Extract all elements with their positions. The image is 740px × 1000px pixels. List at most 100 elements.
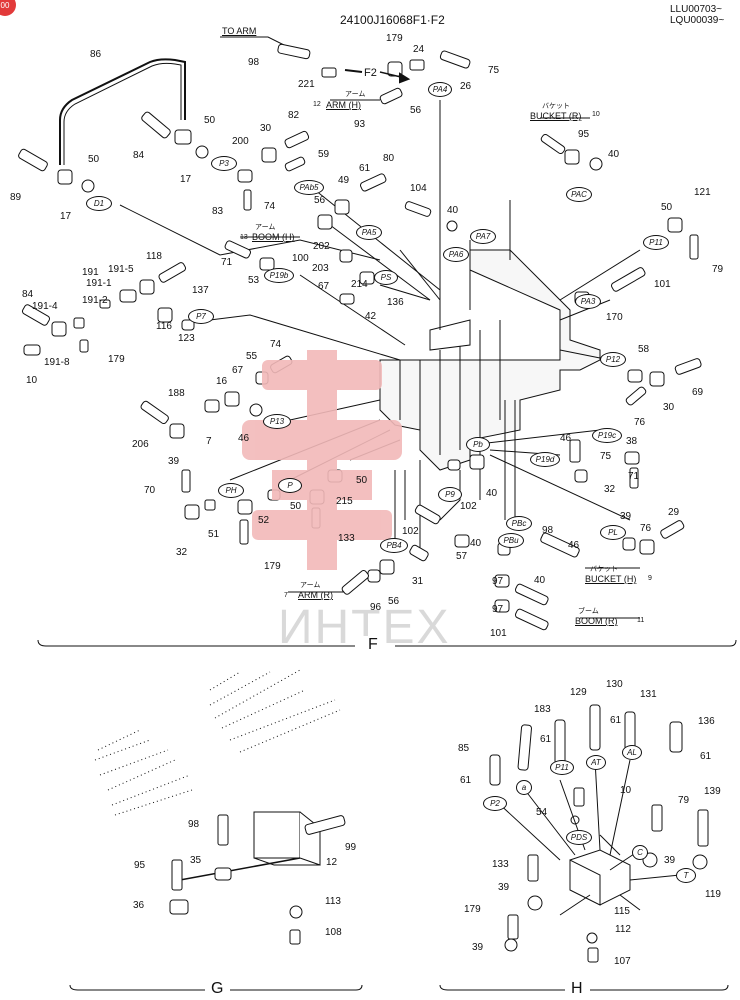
part-label: 32 [176, 547, 188, 558]
part-label: 39 [498, 882, 510, 893]
note-boom-r-num: 11 [637, 617, 645, 624]
port-oval: P7 [188, 309, 214, 324]
part-label: 50 [290, 501, 302, 512]
part-label: 137 [192, 285, 209, 296]
part-label: 113 [325, 896, 341, 907]
port-oval: PAb5 [294, 180, 324, 195]
part-label: 54 [536, 807, 548, 818]
part-label: 76 [634, 417, 646, 428]
note-boom-h-num: 13 [240, 234, 248, 241]
part-label: 179 [386, 33, 403, 44]
part-label: 29 [668, 507, 680, 518]
part-label: 200 [232, 136, 249, 147]
part-label: 136 [698, 716, 715, 727]
part-label: 36 [133, 900, 145, 911]
part-label: 82 [288, 110, 300, 121]
part-label: 50 [204, 115, 216, 126]
port-oval: T [676, 868, 696, 883]
part-label: 101 [490, 628, 507, 639]
part-label: 89 [10, 192, 22, 203]
part-label: 56 [388, 596, 400, 607]
note-to-arm: TO ARM [222, 26, 257, 36]
port-oval: PDS [566, 830, 592, 845]
part-label: 56 [314, 195, 326, 206]
port-oval: P [278, 478, 302, 493]
part-label: 71 [221, 257, 233, 268]
part-label: 56 [410, 105, 422, 116]
part-label: 61 [359, 163, 371, 174]
note-arm-r: ARM (R) [298, 590, 333, 600]
part-label: 61 [460, 775, 472, 786]
part-label: 191-2 [82, 295, 108, 306]
part-label: 115 [614, 906, 630, 917]
part-label: 130 [606, 679, 623, 690]
part-label: 116 [156, 321, 172, 332]
part-label: 84 [133, 150, 145, 161]
note-boom-h: BOOM (H) [252, 232, 295, 242]
part-label: 74 [270, 339, 282, 350]
part-label: 97 [492, 576, 504, 587]
port-oval: PA6 [443, 247, 469, 262]
part-label: 39 [472, 942, 484, 953]
part-label: 30 [663, 402, 675, 413]
port-oval: PA5 [356, 225, 382, 240]
port-oval: D1 [86, 196, 112, 211]
part-label: 133 [338, 533, 355, 544]
watermark-logo [242, 350, 402, 570]
part-label: 67 [232, 365, 244, 376]
port-oval: PH [218, 483, 244, 498]
port-oval: PA7 [470, 229, 496, 244]
part-label: 70 [144, 485, 156, 496]
port-oval: P9 [438, 487, 462, 502]
part-label: 121 [694, 187, 711, 198]
note-arm-h: ARM (H) [326, 100, 361, 110]
part-label: 69 [692, 387, 704, 398]
section-h-label: H [565, 980, 589, 998]
part-label: 188 [168, 388, 185, 399]
part-label: 191-8 [44, 357, 70, 368]
part-label: 191 [82, 267, 99, 278]
part-label: 40 [534, 575, 546, 586]
port-oval: P19d [530, 452, 560, 467]
note-f2: F2 [364, 67, 377, 79]
part-label: 58 [638, 344, 650, 355]
part-label: 42 [365, 311, 377, 322]
part-label: 112 [615, 924, 631, 935]
part-label: 59 [318, 149, 330, 160]
part-label: 50 [661, 202, 673, 213]
part-label: 101 [654, 279, 671, 290]
part-label: 61 [540, 734, 552, 745]
part-label: 131 [640, 689, 657, 700]
part-label: 118 [146, 251, 162, 262]
port-oval: PL [600, 525, 626, 540]
note-arm-r-num: 7 [284, 592, 288, 599]
port-oval: AL [622, 745, 642, 760]
part-label: 40 [608, 149, 620, 160]
part-label: 84 [22, 289, 34, 300]
part-label: 139 [704, 786, 721, 797]
part-label: 50 [88, 154, 100, 165]
part-label: 179 [108, 354, 125, 365]
section-g-label: G [205, 980, 230, 998]
part-label: 102 [460, 501, 477, 512]
port-oval: Pb [466, 437, 490, 452]
part-label: 99 [345, 842, 357, 853]
part-label: 71 [628, 471, 640, 482]
part-label: 97 [492, 604, 504, 615]
part-label: 214 [351, 279, 368, 290]
part-label: 30 [260, 123, 272, 134]
port-oval: P11 [643, 235, 669, 250]
part-label: 39 [620, 511, 632, 522]
part-label: 108 [325, 927, 342, 938]
port-oval: P19c [592, 428, 622, 443]
port-oval: PAC [566, 187, 592, 202]
part-label: 93 [354, 119, 366, 130]
part-label: 35 [190, 855, 202, 866]
part-label: 52 [258, 515, 270, 526]
note-boom-r: BOOM (R) [575, 616, 618, 626]
note-arm-h-jp: アーム [345, 91, 366, 98]
part-code: 24100J16068F1·F2 [340, 13, 445, 27]
part-label: 10 [620, 785, 632, 796]
part-label: 203 [312, 263, 329, 274]
part-label: 100 [292, 253, 309, 264]
